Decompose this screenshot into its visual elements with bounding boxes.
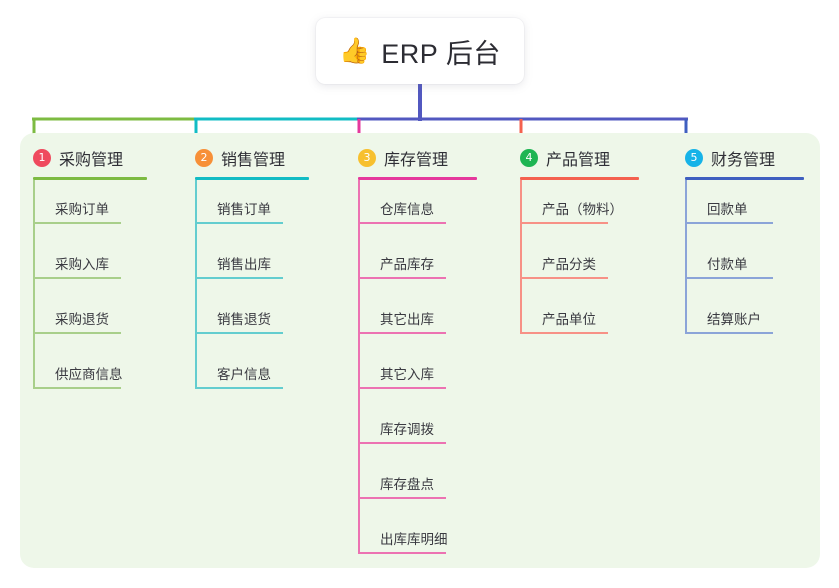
module-item-label: 销售退货	[217, 312, 271, 327]
module-item-rule	[685, 332, 773, 334]
module-header-2[interactable]: 2 销售管理	[195, 146, 285, 170]
root-node-erp-backend[interactable]: 👍 ERP 后台	[316, 18, 524, 84]
module-item[interactable]: 销售订单	[195, 196, 283, 224]
module-item-rule	[358, 332, 446, 334]
module-item[interactable]: 产品（物料）	[520, 196, 623, 224]
module-header-5[interactable]: 5 财务管理	[685, 146, 775, 170]
module-item[interactable]: 库存盘点	[358, 471, 446, 499]
module-number-badge: 2	[195, 149, 213, 167]
module-item-rule	[195, 387, 283, 389]
module-item-label: 其它入库	[380, 367, 434, 382]
module-item[interactable]: 产品库存	[358, 251, 446, 279]
module-item-label: 付款单	[707, 257, 748, 272]
module-item-label: 回款单	[707, 202, 748, 217]
module-item-rule	[358, 552, 446, 554]
module-title: 财务管理	[711, 152, 776, 169]
module-item-label: 销售出库	[217, 257, 271, 272]
module-header-rule	[195, 177, 309, 180]
module-item-label: 产品分类	[542, 257, 596, 272]
module-item[interactable]: 出库库明细	[358, 526, 448, 554]
module-item-rule	[520, 222, 608, 224]
module-item-rule	[358, 222, 446, 224]
module-item[interactable]: 客户信息	[195, 361, 283, 389]
module-item-rule	[195, 332, 283, 334]
module-header-rule	[685, 177, 804, 180]
module-item-rule	[520, 332, 608, 334]
module-item[interactable]: 库存调拨	[358, 416, 446, 444]
module-item-rule	[358, 277, 446, 279]
module-item-label: 库存盘点	[380, 477, 434, 492]
module-number-badge: 5	[685, 149, 703, 167]
module-title: 销售管理	[221, 152, 286, 169]
module-header-rule	[33, 177, 147, 180]
module-item-label: 采购订单	[55, 202, 109, 217]
module-item-rule	[33, 387, 121, 389]
module-item-rule	[195, 222, 283, 224]
module-item-label: 其它出库	[380, 312, 434, 327]
module-item-rule	[685, 222, 773, 224]
module-item-label: 采购入库	[55, 257, 109, 272]
module-item-rule	[33, 222, 121, 224]
module-item-label: 库存调拨	[380, 422, 434, 437]
module-item-label: 产品（物料）	[542, 202, 623, 217]
module-item[interactable]: 产品单位	[520, 306, 608, 334]
module-item-label: 采购退货	[55, 312, 109, 327]
module-item[interactable]: 结算账户	[685, 306, 773, 334]
module-header-1[interactable]: 1 采购管理	[33, 146, 123, 170]
root-node-label: ERP 后台	[381, 38, 501, 69]
module-spine	[520, 180, 522, 334]
module-item-rule	[358, 442, 446, 444]
module-item-label: 供应商信息	[55, 367, 123, 382]
module-item-rule	[195, 277, 283, 279]
module-spine	[195, 180, 197, 389]
module-item-rule	[33, 277, 121, 279]
module-item[interactable]: 供应商信息	[33, 361, 123, 389]
module-item-rule	[520, 277, 608, 279]
module-header-3[interactable]: 3 库存管理	[358, 146, 448, 170]
module-item[interactable]: 销售出库	[195, 251, 283, 279]
thumbs-up-icon: 👍	[339, 36, 371, 65]
module-item-rule	[33, 332, 121, 334]
module-title: 产品管理	[546, 152, 611, 169]
module-item-rule	[358, 497, 446, 499]
module-item-label: 出库库明细	[380, 532, 448, 547]
module-header-4[interactable]: 4 产品管理	[520, 146, 610, 170]
module-item[interactable]: 其它入库	[358, 361, 446, 389]
module-item[interactable]: 付款单	[685, 251, 773, 279]
module-title: 库存管理	[384, 152, 449, 169]
module-item[interactable]: 销售退货	[195, 306, 283, 334]
module-number-badge: 4	[520, 149, 538, 167]
module-header-rule	[520, 177, 639, 180]
module-item-label: 结算账户	[707, 312, 761, 327]
module-item[interactable]: 产品分类	[520, 251, 608, 279]
module-item[interactable]: 回款单	[685, 196, 773, 224]
module-item-rule	[358, 387, 446, 389]
module-spine	[358, 180, 360, 554]
module-item[interactable]: 仓库信息	[358, 196, 446, 224]
module-number-badge: 1	[33, 149, 51, 167]
module-item-label: 客户信息	[217, 367, 271, 382]
module-header-rule	[358, 177, 477, 180]
module-item-label: 销售订单	[217, 202, 271, 217]
module-item-label: 仓库信息	[380, 202, 434, 217]
module-item[interactable]: 其它出库	[358, 306, 446, 334]
module-number-badge: 3	[358, 149, 376, 167]
module-spine	[685, 180, 687, 334]
module-item-label: 产品库存	[380, 257, 434, 272]
module-item-label: 产品单位	[542, 312, 596, 327]
module-title: 采购管理	[59, 152, 124, 169]
module-item[interactable]: 采购入库	[33, 251, 121, 279]
module-item[interactable]: 采购订单	[33, 196, 121, 224]
module-item[interactable]: 采购退货	[33, 306, 121, 334]
module-item-rule	[685, 277, 773, 279]
module-spine	[33, 180, 35, 389]
